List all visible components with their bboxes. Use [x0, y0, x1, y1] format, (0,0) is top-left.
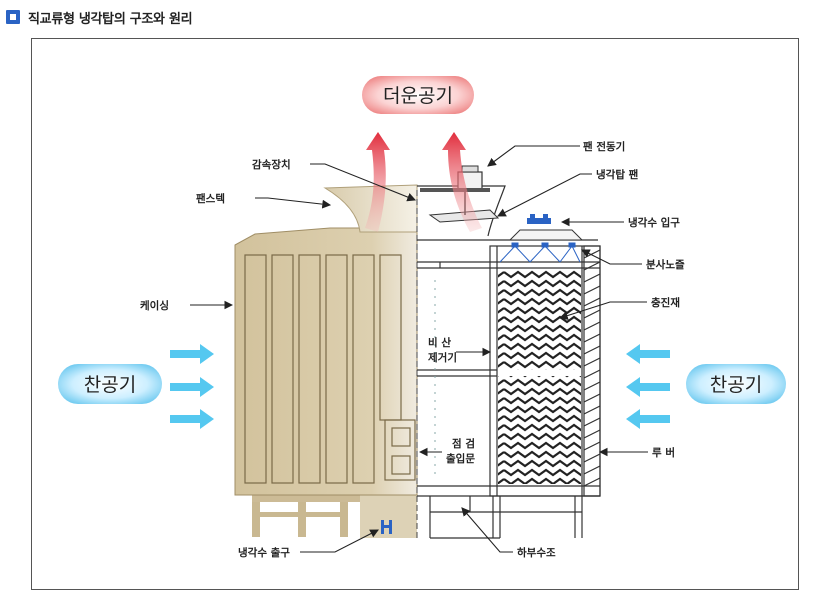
hot-air-arrow-right: [442, 132, 482, 232]
page-header: 직교류형 냉각탑의 구조와 원리: [6, 8, 193, 27]
label-access-door-line2: 출입문: [446, 452, 475, 465]
tower-exterior: [234, 184, 418, 538]
louvers: [583, 245, 601, 497]
label-water-inlet: 냉각수 입구: [628, 216, 680, 229]
label-fan-motor: 팬 전동기: [583, 140, 625, 153]
cold-air-badge-left: 찬공기: [58, 364, 162, 404]
hot-air-badge: 더운공기: [362, 76, 474, 114]
spray-nozzles: [499, 242, 581, 263]
support-beam: [252, 512, 348, 517]
label-basin: 하부수조: [517, 546, 556, 559]
page-title: 직교류형 냉각탑의 구조와 원리: [28, 11, 193, 27]
label-fill: 충진재: [651, 296, 680, 309]
cold-air-arrow: [626, 409, 670, 429]
cold-air-arrow: [170, 377, 214, 397]
bullet-square-icon: [6, 10, 20, 24]
cold-air-arrow: [170, 344, 214, 364]
cold-air-badge-right: 찬공기: [686, 364, 786, 404]
cold-air-arrow: [626, 377, 670, 397]
basin-rim: [252, 494, 417, 502]
label-water-outlet: 냉각수 출구: [238, 546, 290, 559]
label-casing: 케이싱: [140, 299, 169, 312]
cold-air-flow-left: [170, 344, 214, 429]
cold-air-badge-right-text: 찬공기: [710, 374, 762, 396]
fill-media-lower: [498, 376, 581, 484]
label-reducer: 감속장치: [252, 158, 291, 171]
label-louver: 루 버: [652, 446, 675, 459]
component-labels: 감속장치 팬스텍 팬 전동기 냉각탑 팬 냉각수 입구 분사노즐 충진재 케이싱…: [140, 140, 685, 559]
cold-air-flow-right: [626, 344, 670, 429]
water-inlet-pipe: [527, 218, 551, 224]
label-tower-fan: 냉각탑 팬: [596, 168, 639, 181]
hot-air-flow: [365, 132, 482, 232]
label-spray-nozzle: 분사노즐: [646, 258, 685, 271]
casing-panels: [244, 254, 416, 484]
fill-media-upper: [498, 270, 581, 370]
cold-air-arrow: [170, 409, 214, 429]
cold-air-arrow: [626, 344, 670, 364]
diagram-frame: [31, 38, 799, 590]
label-eliminator-line1: 비 산: [428, 336, 451, 349]
leader-lines: [190, 145, 648, 553]
cold-air-badge-left-text: 찬공기: [84, 374, 136, 396]
basin-box: [360, 494, 417, 538]
label-fan-stack: 팬스텍: [196, 192, 225, 205]
hot-air-badge-text: 더운공기: [383, 85, 453, 107]
label-eliminator-line2: 제거기: [428, 351, 457, 364]
hot-air-arrow-left: [365, 132, 390, 232]
label-access-door-line1: 점 검: [452, 438, 475, 450]
